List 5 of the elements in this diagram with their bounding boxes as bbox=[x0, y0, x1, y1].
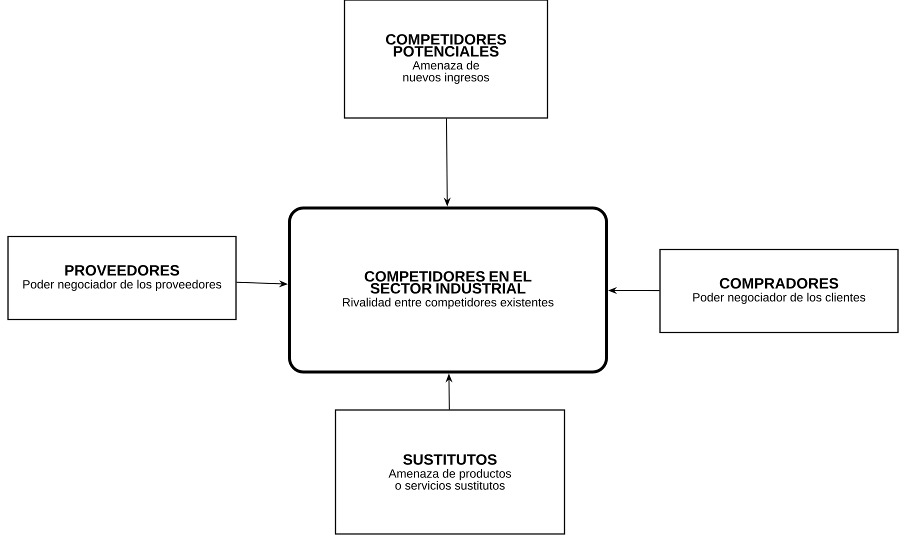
force-box: PROVEEDORES Poder negociador de los proveedores bbox=[7, 236, 237, 320]
force-box: COMPETIDORES POTENCIALES Amenaza de nuevos ingresos bbox=[344, 0, 548, 119]
force-box: SUSTITUTOS Amenaza de productos o servicios sustitutos bbox=[334, 409, 566, 535]
central-box: COMPETIDORES EN EL SECTOR INDUSTRIAL Rivalidad entre competidores existentes bbox=[288, 206, 608, 374]
force-box: COMPRADORES Poder negociador de los clientes bbox=[659, 248, 899, 334]
